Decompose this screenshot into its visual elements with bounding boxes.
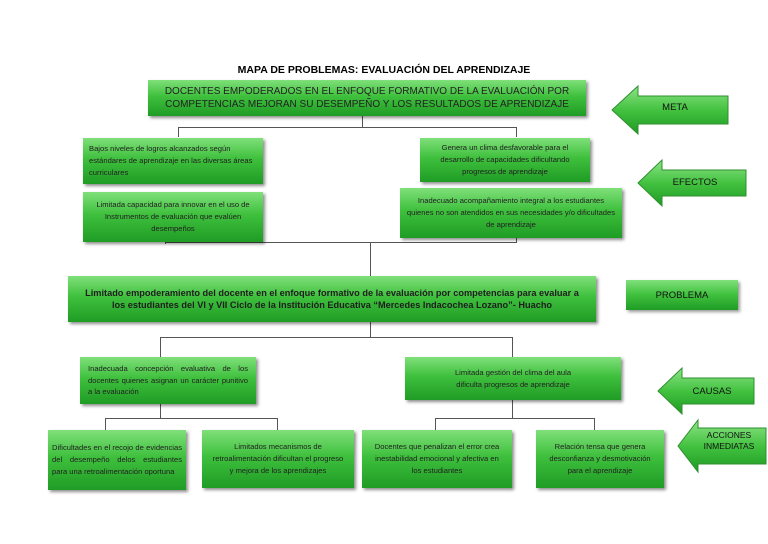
accion-box: Limitados mecanismos de retroalimentació… (202, 430, 354, 488)
efecto-text: Inadecuado acompañamiento integral a los… (406, 196, 616, 229)
connector-line (370, 242, 371, 276)
problema-box: Limitado empoderamiento del docente en e… (68, 276, 596, 322)
accion-text: Relación tensa que genera desconfianza y… (549, 442, 651, 475)
causas-label: CAUSAS (692, 386, 732, 397)
connector-line (594, 418, 595, 430)
causa-box: Limitada gestión del clima del aula difi… (405, 357, 621, 400)
meta-box: DOCENTES EMPODERADOS EN EL ENFOQUE FORMA… (148, 80, 586, 116)
accion-box: Dificultades en el recojo de evidencias … (48, 430, 186, 490)
connector-line (516, 127, 517, 137)
connector-line (165, 242, 517, 243)
connector-line (435, 418, 595, 419)
acciones-label: ACCIONES INMEDIATAS (703, 430, 755, 452)
causa-box: Inadecuada concepción evaluativa de los … (80, 357, 256, 404)
causa-text: Limitada gestión del clima del aula difi… (454, 367, 572, 389)
efecto-box: Genera un clima desfavorable para el des… (420, 138, 590, 182)
connector-line (165, 242, 166, 244)
problema-text: Limitado empoderamiento del docente en e… (85, 287, 579, 310)
efecto-box: Inadecuado acompañamiento integral a los… (400, 188, 622, 238)
efecto-text: Limitada capacidad para innovar en el us… (96, 200, 250, 233)
efecto-box: Bajos niveles de logros alcanzados según… (83, 138, 263, 184)
causas-arrow-icon (657, 366, 755, 416)
page-title: MAPA DE PROBLEMAS: EVALUACIÓN DEL APREND… (237, 64, 531, 76)
causa-text: Inadecuada concepción evaluativa de los … (88, 363, 248, 397)
connector-line (512, 337, 513, 357)
meta-text: DOCENTES EMPODERADOS EN EL ENFOQUE FORMA… (164, 85, 570, 111)
connector-line (160, 337, 512, 338)
problema-tag: PROBLEMA (626, 280, 738, 310)
connector-line (105, 418, 106, 430)
connector-line (105, 418, 278, 419)
acciones-arrow-icon (677, 418, 767, 474)
connector-line (370, 322, 371, 337)
accion-box: Docentes que penalizan el error crea ine… (362, 430, 512, 488)
accion-text: Limitados mecanismos de retroalimentació… (212, 442, 344, 475)
meta-label: META (662, 102, 688, 113)
meta-arrow-icon (611, 84, 729, 136)
connector-line (178, 127, 179, 137)
efecto-text: Bajos niveles de logros alcanzados según… (89, 144, 253, 177)
connector-line (512, 400, 513, 418)
connector-line (362, 116, 363, 128)
accion-text: Docentes que penalizan el error crea ine… (374, 442, 500, 475)
accion-box: Relación tensa que genera desconfianza y… (536, 430, 664, 488)
connector-line (160, 404, 161, 418)
connector-line (516, 238, 517, 243)
efecto-box: Limitada capacidad para innovar en el us… (83, 192, 263, 242)
connector-line (277, 418, 278, 430)
efectos-label: EFECTOS (672, 177, 718, 188)
efectos-arrow-icon (637, 158, 747, 208)
connector-line (178, 127, 516, 128)
connector-line (160, 337, 161, 357)
efecto-text: Genera un clima desfavorable para el des… (440, 143, 570, 176)
connector-line (435, 418, 436, 430)
accion-text: Dificultades en el recojo de evidencias … (52, 443, 182, 476)
